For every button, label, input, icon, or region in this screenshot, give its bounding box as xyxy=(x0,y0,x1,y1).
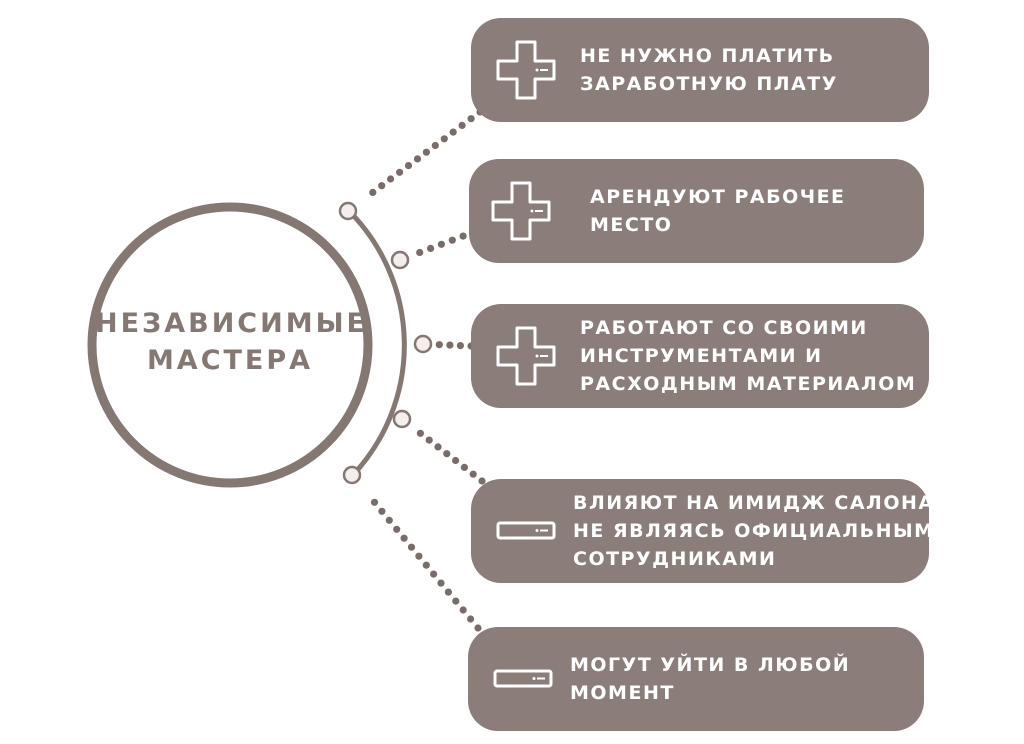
card-line: РАБОТАЮТ СО СВОИМИ xyxy=(580,317,868,339)
card-line: МОМЕНТ xyxy=(570,682,675,704)
card-rent-workplace: АРЕНДУЮТ РАБОЧЕЕ МЕСТО xyxy=(469,159,924,263)
connector-dot xyxy=(422,148,430,156)
connector-dot xyxy=(440,135,448,143)
card-line: ЗАРАБОТНУЮ ПЛАТУ xyxy=(580,73,838,95)
connector-dot xyxy=(387,175,395,183)
connector-dot xyxy=(425,436,433,444)
card-line: СОТРУДНИКАМИ xyxy=(573,548,777,570)
connector-dot xyxy=(413,155,422,163)
card-no-salary: НЕ НУЖНО ПЛАТИТЬ ЗАРАБОТНУЮ ПЛАТУ xyxy=(471,18,929,122)
card-leave-anytime-text: МОГУТ УЙТИ В ЛЮБОЙ МОМЕНТ xyxy=(570,651,850,707)
card-line: ВЛИЯЮТ НА ИМИДЖ САЛОНА, xyxy=(573,492,944,514)
connector-dot xyxy=(456,342,464,350)
card-line: АРЕНДУЮТ РАБОЧЕЕ xyxy=(590,186,846,208)
connector-dot xyxy=(469,470,477,478)
card-own-tools: РАБОТАЮТ СО СВОИМИ ИНСТРУМЕНТАМИ И РАСХО… xyxy=(471,304,929,408)
connector-dot xyxy=(415,552,423,560)
card-own-tools-text: РАБОТАЮТ СО СВОИМИ ИНСТРУМЕНТАМИ И РАСХО… xyxy=(580,314,916,398)
connector-dot xyxy=(459,232,467,240)
connector-dot xyxy=(459,606,467,614)
card-salon-image: ВЛИЯЮТ НА ИМИДЖ САЛОНА, НЕ ЯВЛЯЯСЬ ОФИЦИ… xyxy=(471,479,950,583)
card-line: МЕСТО xyxy=(590,214,673,236)
connector-dot xyxy=(467,115,475,123)
connector-dot xyxy=(443,450,451,458)
connector-dot xyxy=(458,121,466,129)
connector-dot xyxy=(370,498,379,506)
minus-icon xyxy=(496,501,556,561)
connector-dot xyxy=(434,443,442,451)
card-no-salary-text: НЕ НУЖНО ПЛАТИТЬ ЗАРАБОТНУЮ ПЛАТУ xyxy=(580,42,838,98)
connector-dot xyxy=(430,570,438,578)
connector-dot xyxy=(448,236,456,244)
connector-dot xyxy=(385,516,393,524)
connector-dot xyxy=(460,463,468,471)
card-line: МОГУТ УЙТИ В ЛЮБОЙ xyxy=(570,654,851,676)
connector-dot xyxy=(400,534,408,542)
connector-dot xyxy=(431,141,439,150)
plus-icon xyxy=(496,326,556,386)
connector-dot xyxy=(407,543,416,551)
connector-dot xyxy=(416,429,424,437)
connector-node xyxy=(390,250,410,270)
connector-node xyxy=(342,465,362,485)
connector-dot xyxy=(452,597,460,605)
connector-dot xyxy=(446,341,454,349)
connector-dot xyxy=(422,561,430,569)
connector-dot xyxy=(435,341,443,349)
plus-icon xyxy=(496,40,556,100)
connector-dot xyxy=(396,168,404,176)
card-line: ИНСТРУМЕНТАМИ И xyxy=(580,345,823,367)
connector-nodes xyxy=(338,201,433,485)
card-rent-workplace-text: АРЕНДУЮТ РАБОЧЕЕ МЕСТО xyxy=(590,183,846,239)
connector-dot xyxy=(437,240,445,248)
connector-dot xyxy=(437,579,445,587)
card-line: НЕ ЯВЛЯЯСЬ ОФИЦИАЛЬНЫМИ xyxy=(573,520,952,542)
connector-dot xyxy=(449,128,457,136)
connector-dot xyxy=(467,615,475,623)
connector-dot xyxy=(378,182,386,190)
connector-node xyxy=(413,334,433,354)
connector-dot xyxy=(416,248,424,257)
card-salon-image-text: ВЛИЯЮТ НА ИМИДЖ САЛОНА, НЕ ЯВЛЯЯСЬ ОФИЦИ… xyxy=(573,489,952,573)
center-title-line-2: МАСТЕРА xyxy=(146,345,314,376)
connector-arc xyxy=(346,208,407,478)
center-title-line-1: НЕЗАВИСИМЫЕ xyxy=(95,308,368,339)
connector-dot xyxy=(378,507,386,515)
minus-icon xyxy=(493,649,553,709)
connector-dot xyxy=(444,588,452,596)
card-line: РАСХОДНЫМ МАТЕРИАЛОМ xyxy=(580,373,917,395)
connector-dot xyxy=(393,525,401,533)
connector-node xyxy=(338,201,358,221)
connector-dot xyxy=(404,162,413,170)
connector-dot xyxy=(474,624,482,632)
plus-icon xyxy=(491,181,551,241)
connector-dot xyxy=(369,188,377,196)
connector-node xyxy=(392,409,412,429)
connector-dot xyxy=(427,244,435,252)
center-circle xyxy=(87,202,373,488)
card-leave-anytime: МОГУТ УЙТИ В ЛЮБОЙ МОМЕНТ xyxy=(468,627,924,731)
card-line: НЕ НУЖНО ПЛАТИТЬ xyxy=(580,45,835,67)
center-title: НЕЗАВИСИМЫЕ МАСТЕРА xyxy=(95,305,365,379)
connector-dot xyxy=(452,456,460,465)
